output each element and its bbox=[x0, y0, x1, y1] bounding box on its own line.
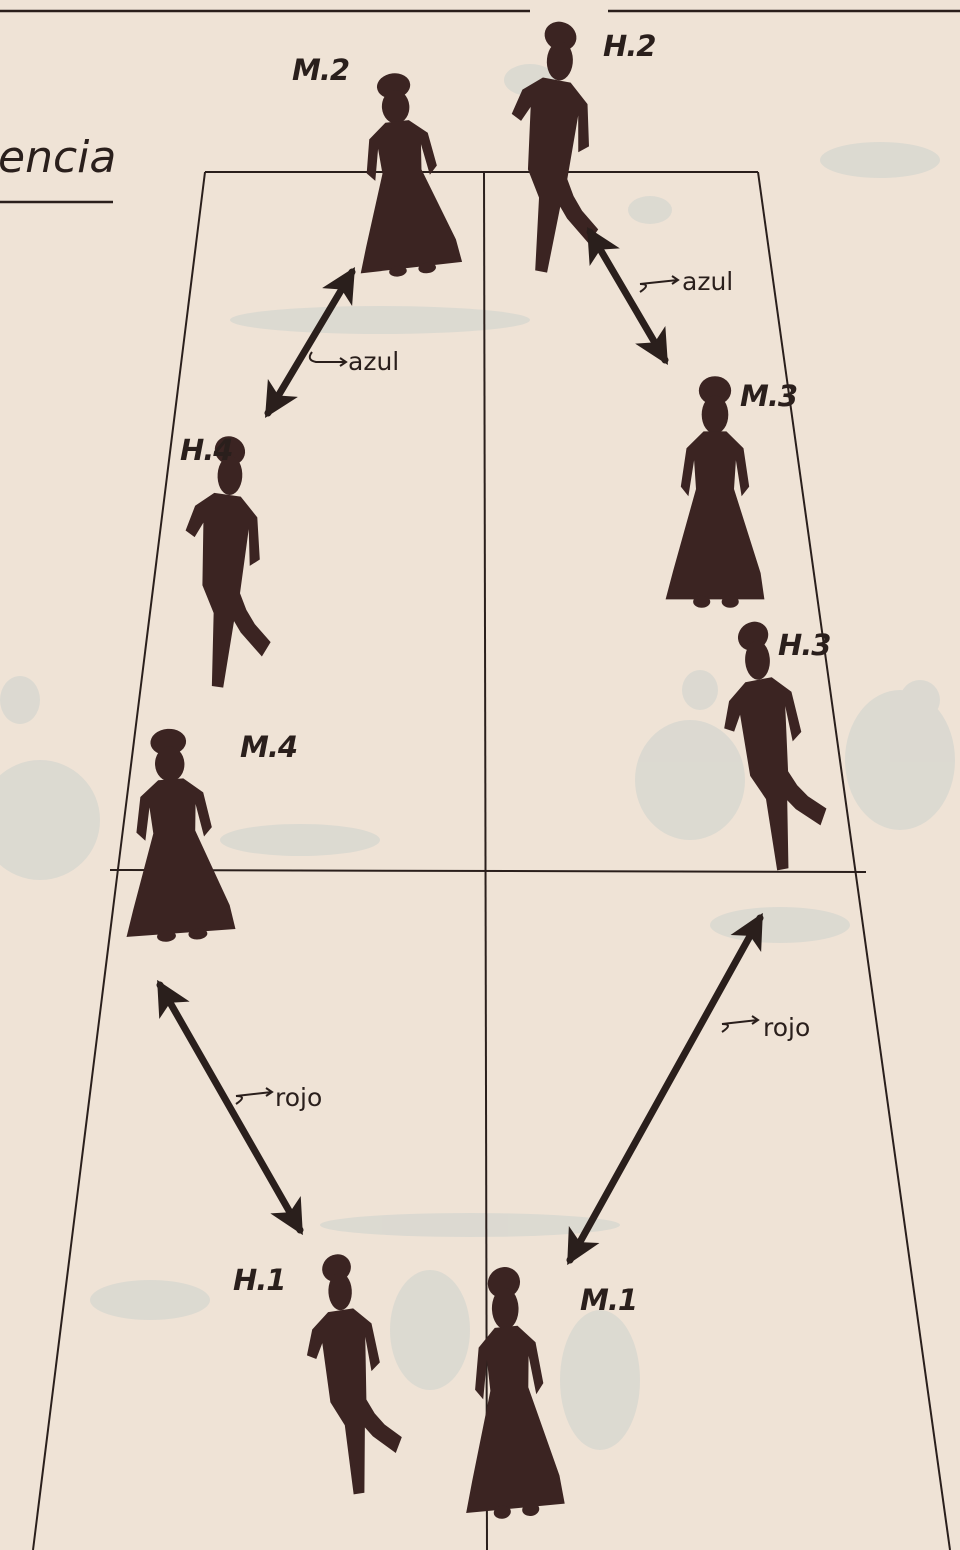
label-m4: M.4 bbox=[240, 730, 297, 764]
arrow-label-top-left: azul bbox=[348, 347, 399, 376]
arrow-label-top-right: azul bbox=[682, 267, 733, 296]
label-h2: H.2 bbox=[603, 29, 655, 63]
label-h4: H.4 bbox=[180, 433, 232, 467]
label-m2: M.2 bbox=[292, 53, 349, 87]
arrow-label-bottom-right: rojo bbox=[763, 1013, 810, 1042]
label-m3: M.3 bbox=[740, 379, 797, 413]
label-h1: H.1 bbox=[233, 1263, 285, 1297]
page-title: encia bbox=[0, 132, 116, 183]
arrow-label-bottom-left: rojo bbox=[275, 1083, 322, 1112]
label-h3: H.3 bbox=[778, 628, 830, 662]
label-m1: M.1 bbox=[580, 1283, 637, 1317]
